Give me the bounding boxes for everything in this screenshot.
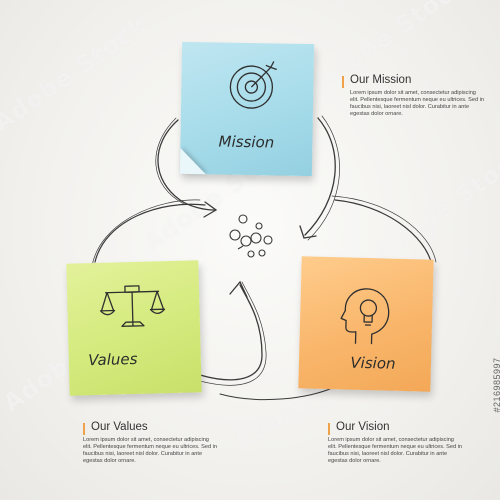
page-curl (179, 147, 207, 175)
cycle-arc (155, 117, 185, 205)
cycle-arc (195, 281, 267, 386)
values-info-block: Our Values Lorem ipsum dolor sit amet, c… (83, 421, 233, 465)
target-dart-icon (229, 61, 277, 109)
molecule-atom (229, 229, 241, 241)
vision-info-title: Our Vision (336, 421, 390, 433)
mission-info-title: Our Mission (350, 74, 412, 86)
cycle-arc (307, 115, 340, 241)
cycle-arc (94, 203, 206, 263)
arrow-head (229, 280, 248, 298)
vision-info-block: Our Vision Lorem ipsum dolor sit amet, c… (328, 421, 478, 465)
molecule-atom (258, 249, 266, 257)
cycle-arc (304, 117, 336, 236)
values-sticky-note: Values (66, 260, 202, 396)
head-lightbulb-icon (340, 288, 390, 345)
values-note-label: Values (87, 349, 138, 370)
accent-bar (83, 423, 85, 435)
vision-info-text: Lorem ipsum dolor sit amet, consectetur … (328, 437, 463, 464)
molecule-atom (240, 235, 252, 247)
molecule-bond (237, 245, 244, 250)
mission-sticky-note: Mission (179, 41, 315, 177)
cycle-arc (219, 387, 333, 401)
cycle-arc (334, 199, 433, 266)
cycle-arc (199, 284, 263, 381)
mission-info-text: Lorem ipsum dolor sit amet, consectetur … (350, 90, 485, 117)
molecule-cluster-icon (229, 214, 273, 258)
molecule-atom (255, 222, 263, 230)
stock-id-text: #216985997 (492, 357, 500, 413)
cycle-arc (331, 195, 437, 263)
scales-icon (99, 285, 166, 327)
accent-bar (328, 423, 330, 435)
molecule-atom (263, 235, 273, 245)
arrow-head (299, 225, 317, 239)
values-info-text: Lorem ipsum dolor sit amet, consectetur … (83, 437, 218, 464)
vision-note-label: Vision (350, 353, 396, 373)
mission-info-block: Our Mission Lorem ipsum dolor sit amet, … (342, 74, 492, 118)
molecule-atom (247, 250, 255, 258)
arrow-head (203, 201, 218, 218)
cycle-arc (91, 199, 201, 267)
vision-sticky-note: Vision (298, 256, 434, 392)
cycle-arc (157, 119, 215, 211)
molecule-atom (238, 214, 248, 224)
stock-id-label: #216985997 (489, 330, 500, 440)
accent-bar (342, 76, 344, 88)
molecule-atom (250, 232, 262, 244)
values-info-title: Our Values (91, 421, 148, 433)
